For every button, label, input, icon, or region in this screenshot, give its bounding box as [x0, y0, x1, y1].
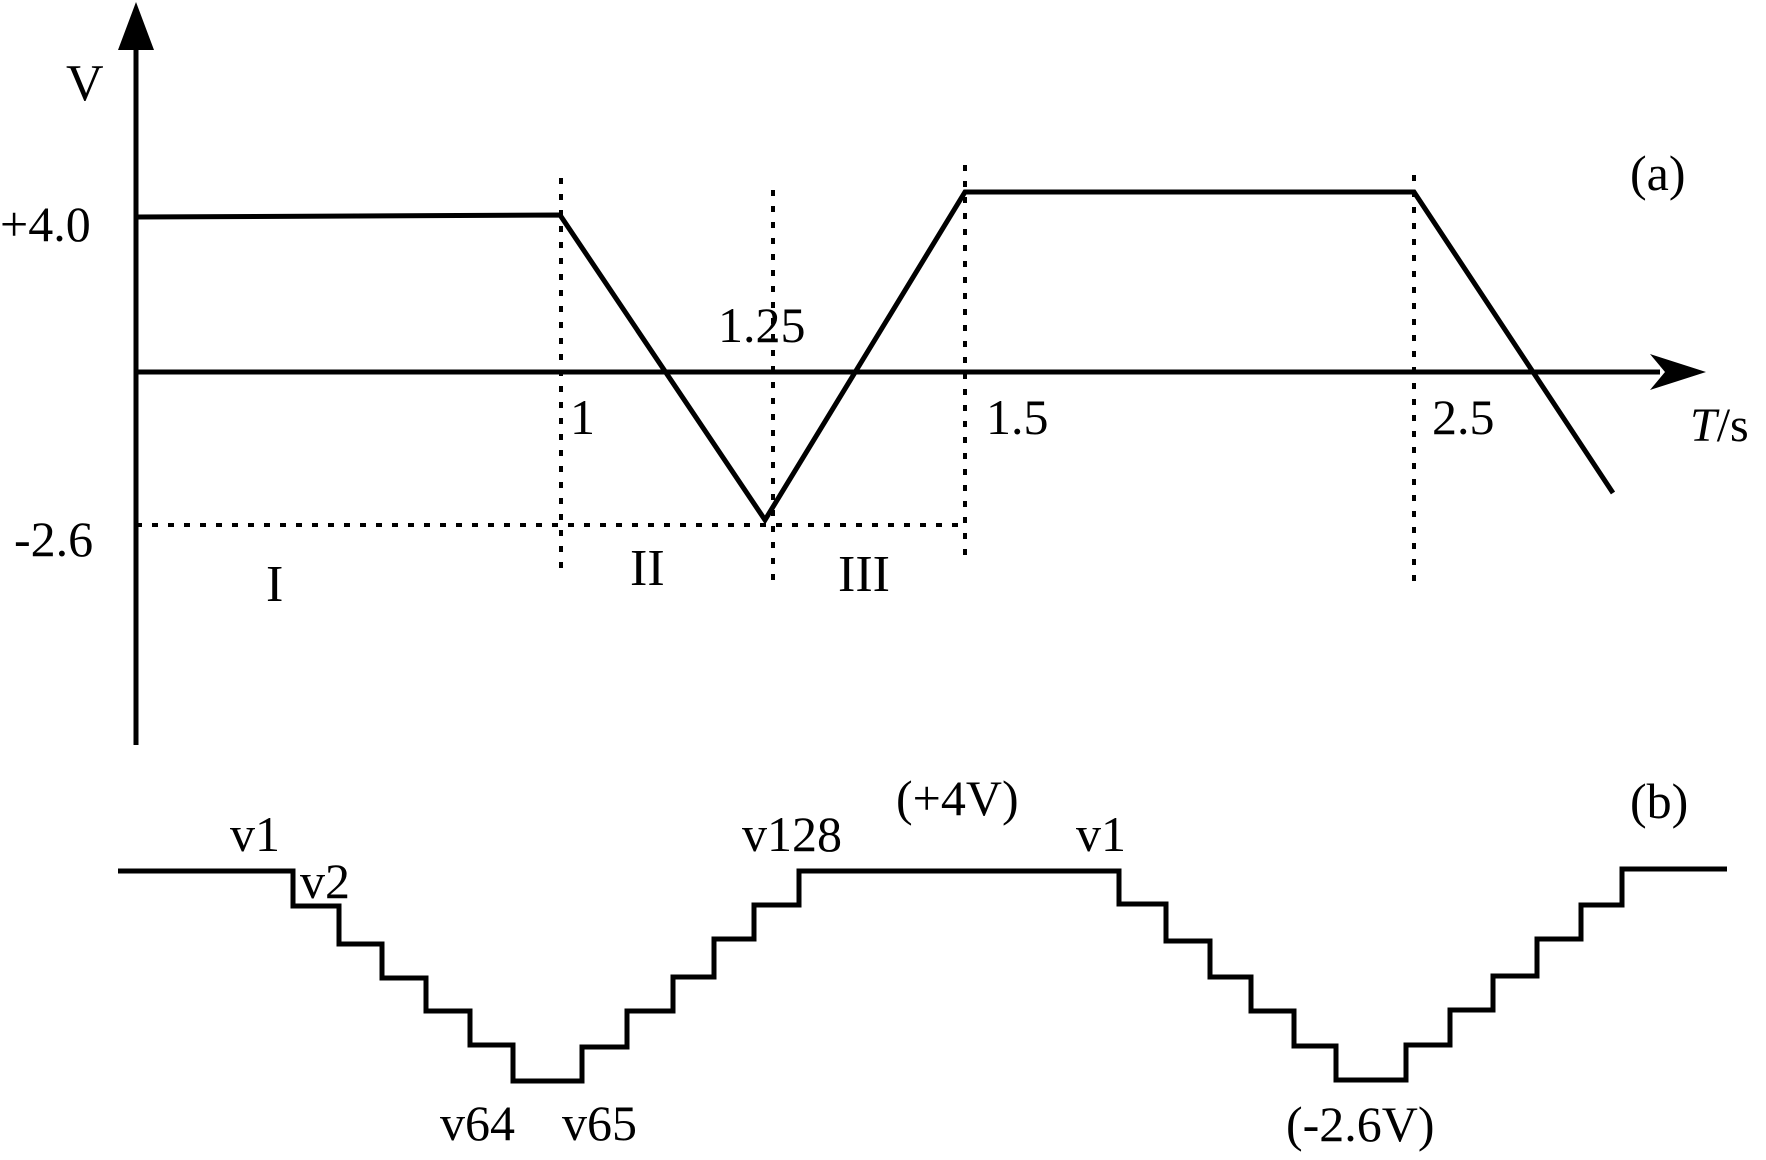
step-label-v64: v64 [440, 1095, 515, 1151]
step-label-v1-second: v1 [1076, 806, 1126, 862]
y-axis-label: V [66, 55, 104, 112]
region-label-1: I [266, 556, 283, 613]
time-label-1-25: 1.25 [718, 297, 806, 353]
high-level-label: (+4V) [896, 770, 1019, 826]
low-level-label: (-2.6V) [1286, 1096, 1435, 1152]
step-label-v128: v128 [742, 806, 842, 862]
x-axis-label-unit: /s [1717, 399, 1749, 452]
step-label-v1-first: v1 [230, 806, 280, 862]
staircase-waveform [118, 866, 1727, 1084]
region-label-2: II [630, 540, 665, 597]
time-label-2-5: 2.5 [1432, 389, 1495, 445]
y-axis-arrowhead [118, 2, 154, 50]
panel-b: (b) v1 v2 v64 v65 v128 v1 (+4V) (-2.6V) [118, 770, 1727, 1152]
panel-a: V T/s (a) +4.0 -2.6 1 1.25 1.5 2.5 I II … [0, 2, 1749, 745]
step-label-v2: v2 [300, 853, 350, 909]
y-level-label-low: -2.6 [14, 511, 93, 567]
y-level-label-high: +4.0 [0, 196, 91, 252]
x-axis-label-variable: T [1690, 399, 1720, 452]
time-label-1-5: 1.5 [986, 389, 1049, 445]
x-axis-arrowhead [1650, 354, 1706, 390]
voltage-waveform [135, 189, 1616, 525]
panel-b-tag: (b) [1630, 773, 1688, 829]
time-label-1: 1 [570, 389, 595, 445]
region-label-3: III [838, 546, 890, 603]
panel-a-tag: (a) [1630, 145, 1686, 201]
step-label-v65: v65 [562, 1095, 637, 1151]
x-axis-label: T/s [1690, 399, 1749, 452]
